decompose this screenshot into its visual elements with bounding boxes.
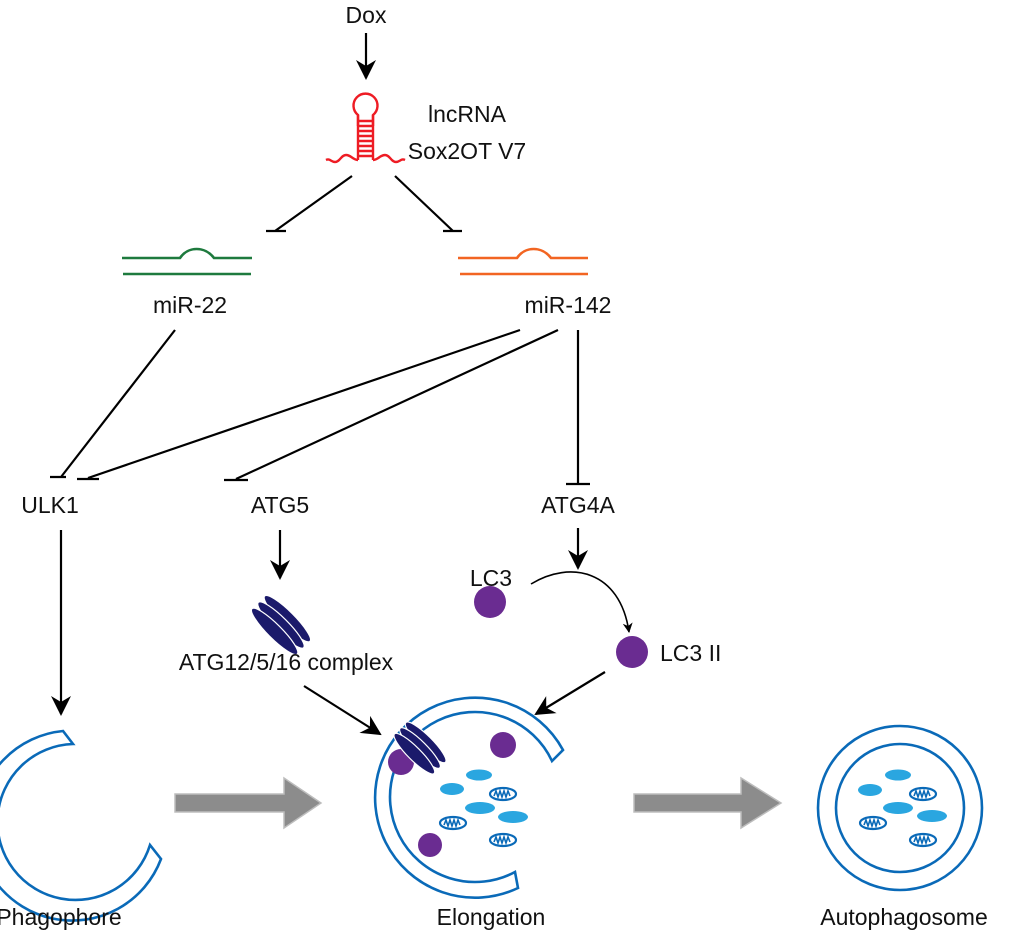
lc3-conversion-arrow [530,571,633,633]
complex-label: ATG12/5/16 complex [179,649,394,675]
ulk1-label: ULK1 [21,492,79,518]
atg-complex-icon [250,594,312,656]
inhibit-line-mir142-atg4a [566,330,590,486]
lc3ii-label: LC3 II [660,640,721,666]
elongation-label: Elongation [437,904,546,930]
lncrna-label-line1: lncRNA [428,101,507,127]
inhibit-line-mir142-atg5 [224,329,559,482]
mir142-duplex-icon [458,247,588,276]
inhibit-line-mir142-ulk1 [77,328,521,481]
lc3-icon [474,586,506,618]
phagophore-label: Phagophore [0,904,122,930]
dox-label: Dox [346,2,387,28]
lncrna-hairpin-icon [325,92,406,164]
inhibit-line-lncrna-mir22 [266,175,353,233]
autophagosome-label: Autophagosome [820,904,988,930]
lncrna-label-line2: Sox2OT V7 [408,138,526,164]
phagophore-icon [0,729,163,922]
stage-arrow-2 [633,776,783,830]
mir142-label: miR-142 [525,292,612,318]
atg4a-label: ATG4A [541,492,615,518]
lc3ii-to-elongation-arrow [534,671,606,716]
stage-arrow-1 [174,776,323,830]
mir22-duplex-icon [122,247,252,276]
inhibit-line-lncrna-mir142 [394,175,462,233]
atg5-label: ATG5 [251,492,309,518]
elongation-icon [373,696,565,899]
mir22-label: miR-22 [153,292,227,318]
inhibit-line-mir22-ulk1 [50,329,176,479]
lc3ii-icon [616,636,648,668]
complex-to-elongation-arrow [303,685,382,736]
autophagosome-icon [816,724,984,892]
